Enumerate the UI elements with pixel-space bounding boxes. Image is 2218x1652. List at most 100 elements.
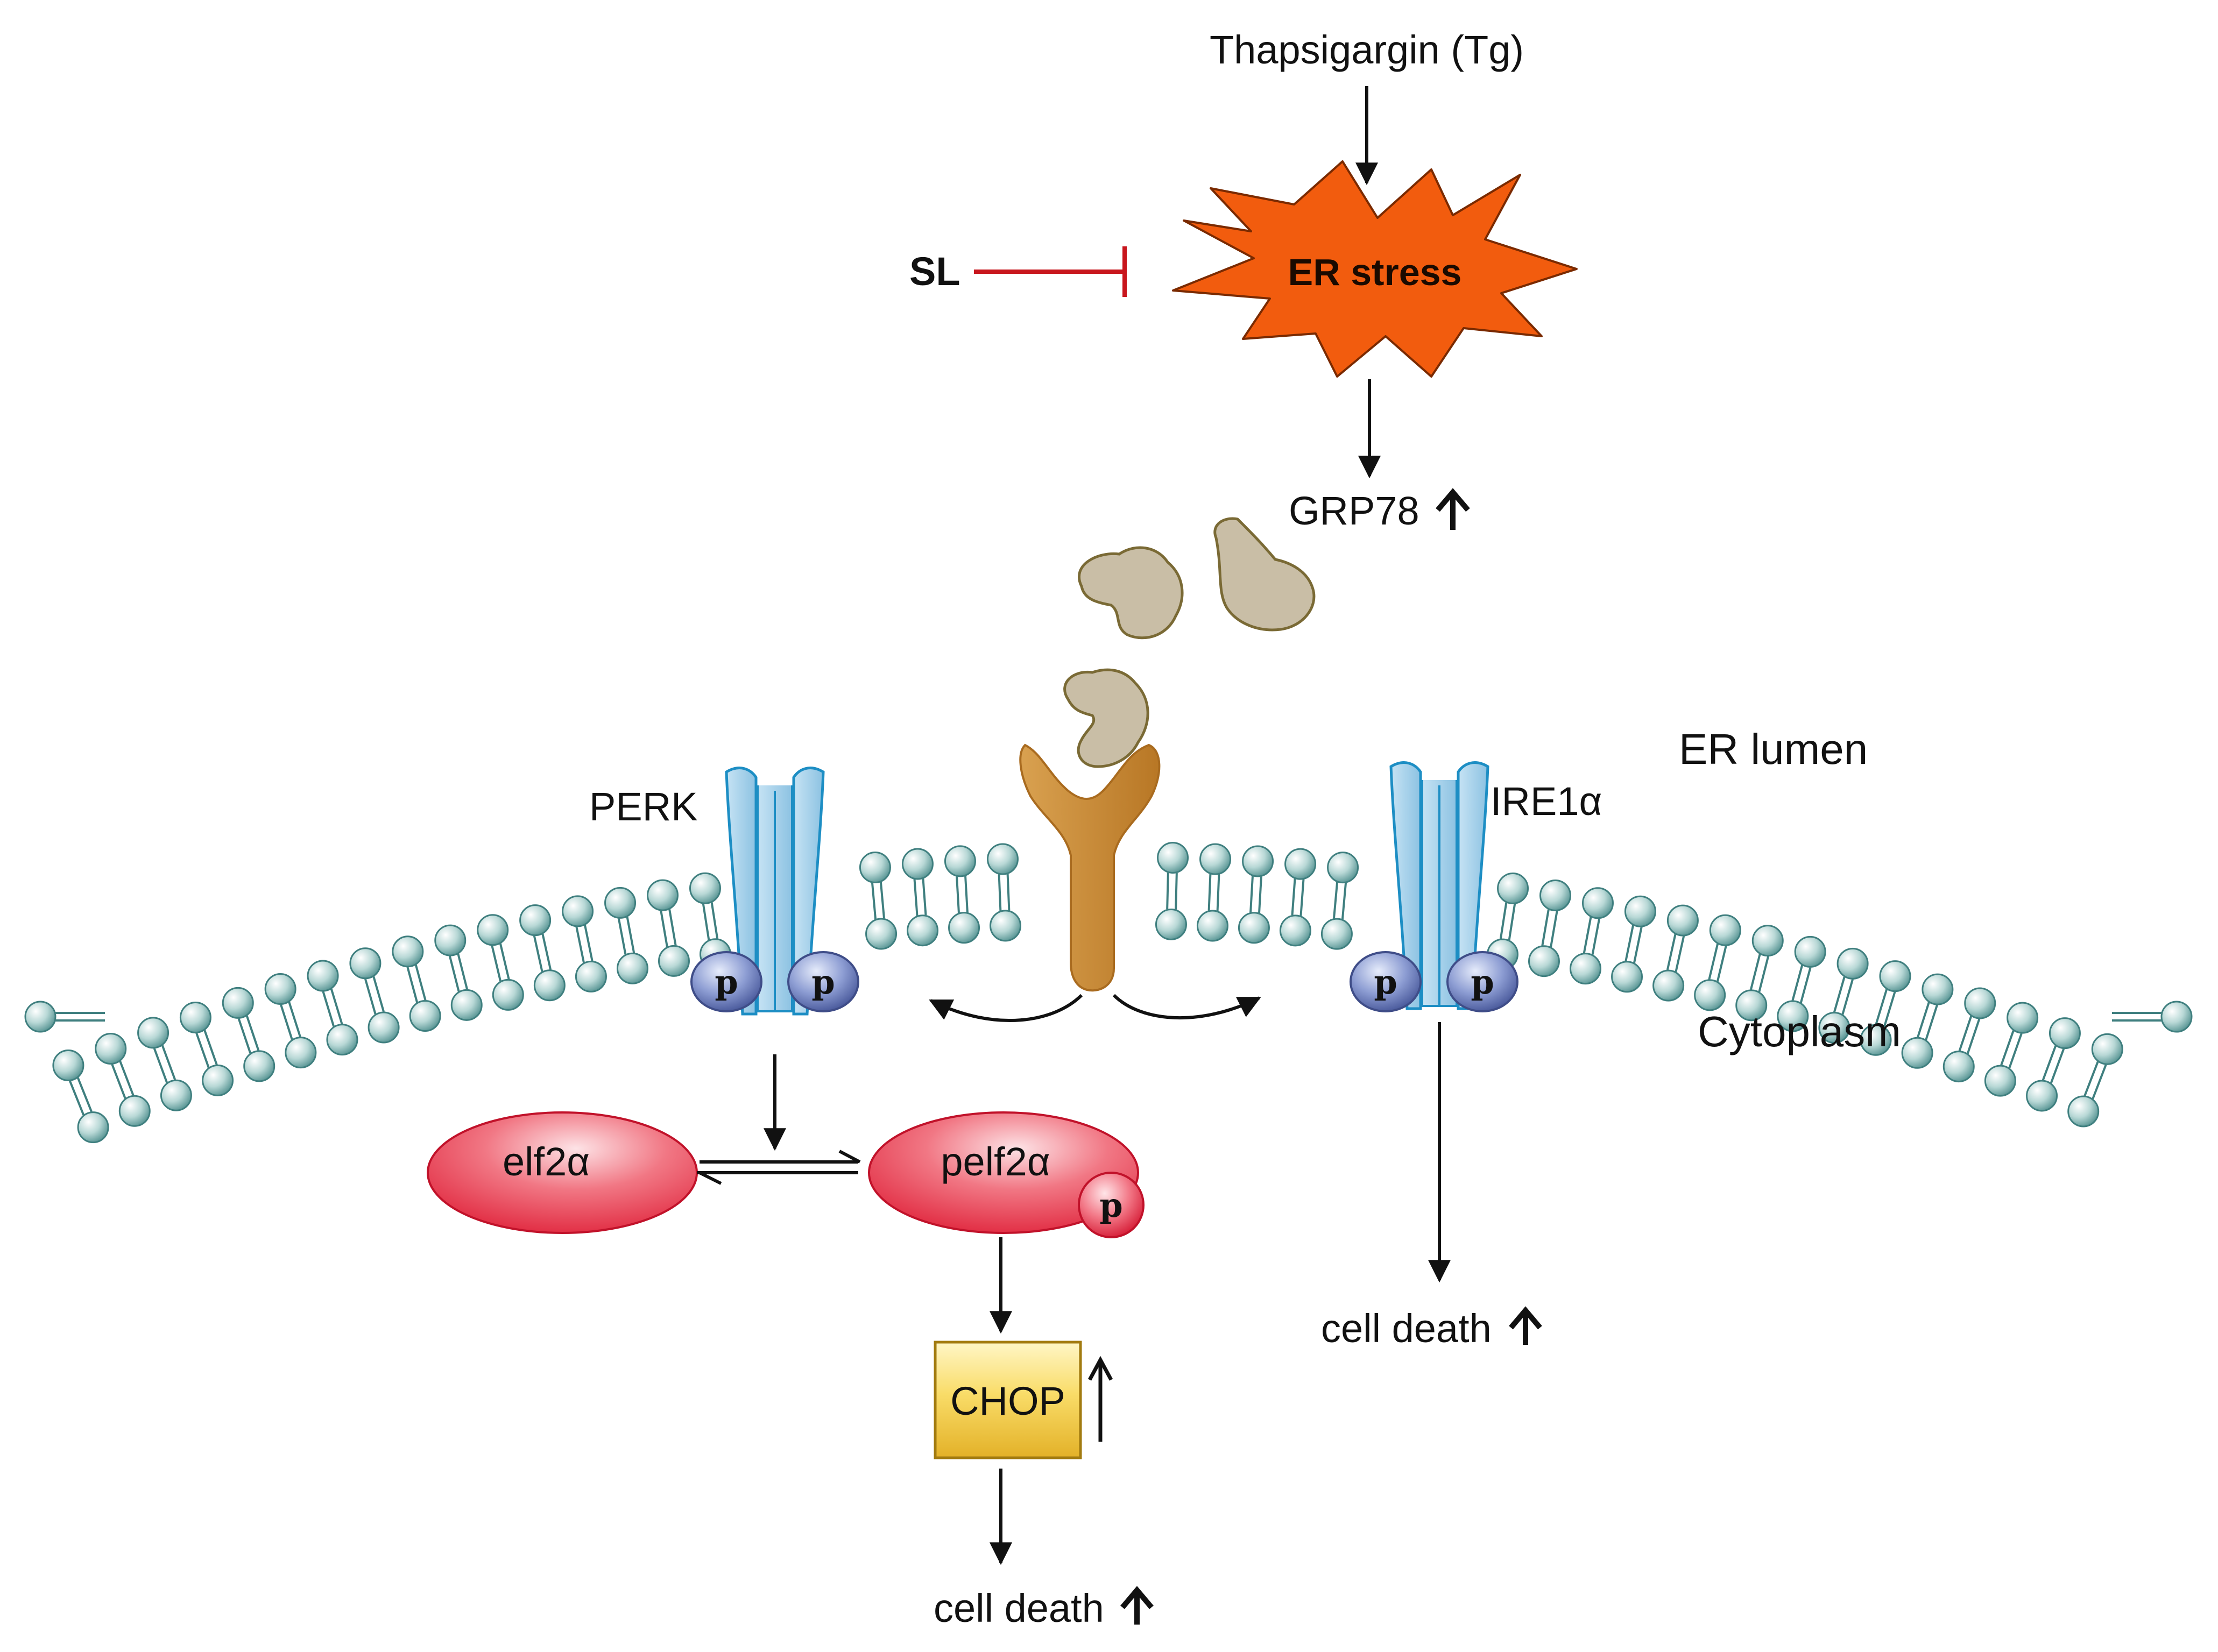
lipid-head [1611, 961, 1643, 993]
lipid-tail [364, 979, 377, 1015]
lipid-tail [245, 1015, 260, 1051]
lipid-tail [2008, 1033, 2023, 1069]
lipid-tail [1006, 874, 1011, 911]
phospho-group: p [787, 951, 859, 1012]
lipid-head [264, 973, 296, 1005]
lipid-tail [372, 976, 385, 1012]
lipid-tail [964, 876, 969, 913]
lipid-head [368, 1011, 400, 1044]
lipid-tail [499, 943, 510, 980]
lipid-head [865, 918, 898, 950]
lipid-tail [1633, 926, 1643, 963]
lipid-head [1709, 914, 1741, 946]
lipid-head [307, 960, 339, 992]
er-stress-starburst [1172, 160, 1578, 378]
svg-text:p: p [1374, 962, 1397, 1002]
lipid-head [1922, 973, 1954, 1005]
lipid-head [1581, 887, 1614, 919]
arrow-up-icon [1087, 1356, 1113, 1442]
lipid-head [647, 879, 679, 911]
lipid-head [658, 945, 690, 977]
lipid-head [2049, 1017, 2081, 1050]
peif2a-node [868, 1111, 1139, 1234]
lipid-tail [1624, 925, 1634, 962]
lipid-head [1794, 935, 1826, 968]
sl-label: SL [909, 249, 960, 294]
lipid-tail [533, 935, 543, 972]
lipid-tail [1550, 911, 1558, 947]
lipid-tail [491, 945, 502, 982]
lipid-head [1860, 1024, 1892, 1056]
lipid-head [901, 848, 934, 880]
svg-text:p: p [1471, 962, 1494, 1002]
lipid-tail [1749, 954, 1761, 990]
lipid-head [1942, 1051, 1975, 1083]
cytoplasm-label: Cytoplasm [1698, 1008, 1901, 1055]
lipid-tail [2050, 1048, 2065, 1084]
lipid-tail [1833, 976, 1846, 1012]
lipid-tail [1666, 934, 1677, 970]
lipid-head [179, 1001, 211, 1033]
lipid-head [533, 969, 566, 1002]
lipid-head [1279, 914, 1311, 947]
lipid-head [944, 845, 976, 877]
lipid-tail [922, 878, 927, 916]
lipid-head [616, 952, 648, 984]
lipid-tail [2083, 1061, 2099, 1096]
lipid-head [202, 1064, 234, 1096]
lipid-tail [660, 910, 668, 947]
lipid-head [1196, 910, 1228, 942]
lipid-tail [1966, 1018, 1981, 1054]
er-lumen-label: ER lumen [1679, 725, 1868, 773]
lipid-head [1570, 953, 1602, 985]
lipid-head [492, 979, 524, 1011]
lipid-head [1320, 918, 1353, 950]
lipid-tail [237, 1018, 252, 1054]
lipid-tail [1332, 882, 1339, 919]
lipid-head [1694, 979, 1726, 1011]
phospho-group: p [1078, 1172, 1145, 1238]
lipid-head [1666, 904, 1699, 937]
lipid-tail [1499, 902, 1508, 939]
lipid-tail [617, 918, 627, 955]
lipid-head [689, 872, 721, 904]
lipid-tail [153, 1048, 168, 1083]
lipid-head [519, 904, 552, 937]
lipid-head [434, 924, 467, 956]
lipid-tail [280, 1004, 293, 1040]
lipid-tail [288, 1002, 301, 1038]
peif2a-label: pelf2α [941, 1139, 1050, 1184]
arrow-up-icon [1436, 488, 1470, 530]
lipid-tail [203, 1030, 218, 1066]
lipid-tail [1708, 944, 1719, 980]
lipid-head [1836, 947, 1869, 980]
lipid-tail [1258, 876, 1262, 913]
lipid-tail [1883, 991, 1896, 1027]
lipid-tail [1341, 883, 1347, 920]
lipid-head [1327, 852, 1359, 884]
lipid-tail [111, 1063, 126, 1099]
er-stress-label: ER stress [1288, 251, 1462, 293]
lipid-tail [2092, 1064, 2107, 1100]
lipid-tail [1758, 956, 1770, 992]
lipid-tail [913, 879, 919, 916]
grp78-label: GRP78 [1289, 488, 1419, 533]
lipid-tail [161, 1045, 176, 1080]
curved-arrow-right [1112, 994, 1261, 1020]
lipid-head [1735, 989, 1768, 1022]
lipid-head [1652, 969, 1685, 1002]
lipid-head [990, 910, 1022, 942]
lipid-head [1284, 848, 1317, 880]
lipid-tail [871, 882, 877, 919]
lipid-head [1539, 880, 1572, 912]
lipid-head [222, 987, 254, 1019]
cell-death-left-label: cell death [934, 1586, 1104, 1630]
grp78-molecule [1213, 517, 1316, 632]
lipid-tail [1166, 873, 1169, 910]
lipid-head [907, 914, 939, 947]
lipid-head [575, 960, 607, 992]
lipid-tail [668, 909, 677, 946]
lipid-head [1984, 1065, 2016, 1097]
svg-text:p: p [715, 962, 738, 1002]
